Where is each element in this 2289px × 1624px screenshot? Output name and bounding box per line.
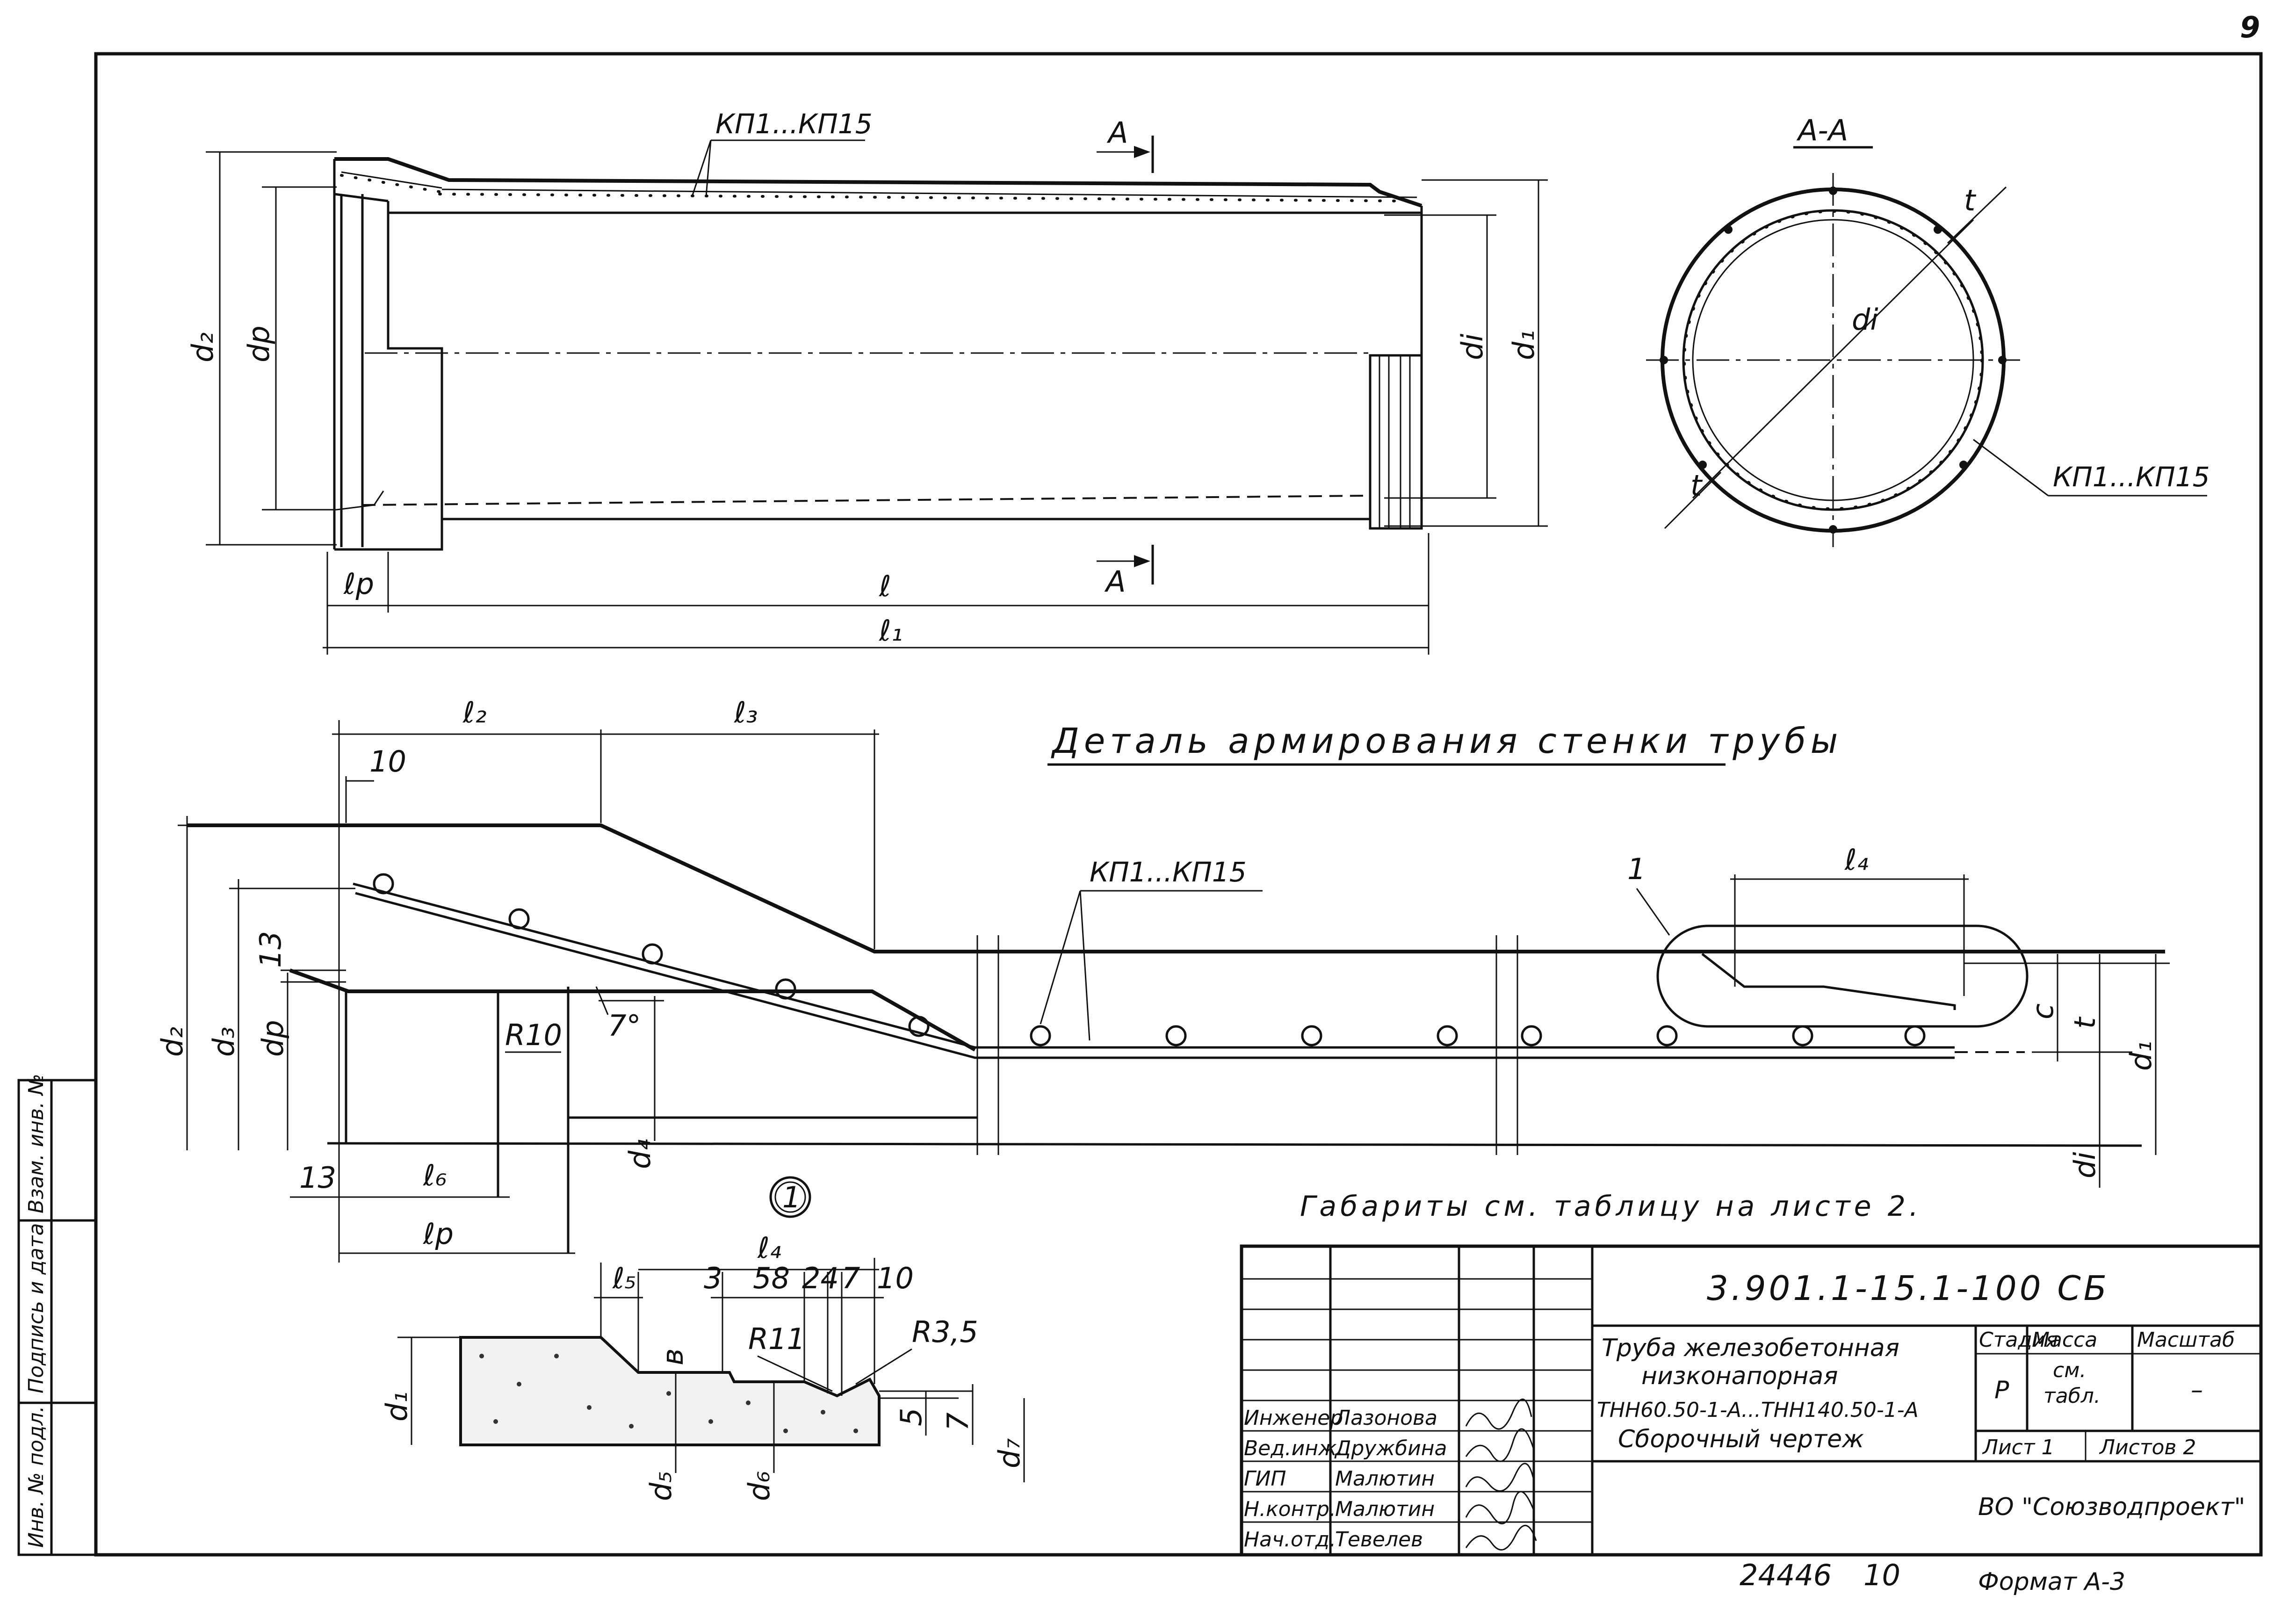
signatures	[1465, 1398, 1537, 1551]
dim-angle-detail: 7°	[608, 1009, 641, 1043]
sheets-label: Листов 2	[2099, 1436, 2196, 1459]
value-mass-2: табл.	[2043, 1384, 2101, 1408]
section-view: А-А t t di КП1...КП15	[1646, 113, 2210, 547]
dim-dp-detail: dр	[256, 1020, 290, 1057]
section-marker-top: А	[1106, 115, 1128, 150]
dim-3-node: 3	[704, 1261, 722, 1295]
dim-d7-node: d₇	[992, 1438, 1026, 1468]
dim-5-node: 5	[894, 1408, 928, 1426]
staff-name-2: Дружбина	[1334, 1436, 1447, 1460]
node-view: ℓ₄ ℓ₅ 3 58 24 7 10 R11 R3,5 в d₁ d₅ d₆ 5…	[380, 1231, 1026, 1501]
copy-number: 10	[1863, 1558, 1900, 1592]
staff-name-5: Тевелев	[1335, 1528, 1423, 1552]
title-block: 3.901.1-15.1-100 СБ Труба железобетонная…	[1240, 1244, 2263, 1557]
dim-24-node: 24	[802, 1261, 839, 1295]
sheet-label: Лист 1	[1982, 1436, 2054, 1459]
detail-callout: 1	[1627, 852, 1646, 886]
dim-t-detail: t	[2068, 1016, 2102, 1029]
node-callout-marker: 1	[782, 1180, 801, 1214]
stamp-vzam-inv: Взам. инв. №	[24, 1074, 48, 1213]
dim-d1-node: d₁	[380, 1392, 414, 1422]
detail-view: Деталь армирования стенки трубы	[155, 695, 2170, 1263]
header-stage: Стадия	[1979, 1328, 2058, 1352]
dim-7a-node: 7	[842, 1261, 860, 1295]
dim-13-bottom-detail: 13	[299, 1161, 336, 1195]
doc-name-line-4: Сборочный чертеж	[1618, 1425, 1864, 1453]
staff-role-4: Н.контр.	[1244, 1497, 1336, 1521]
dim-t-section-top: t	[1964, 183, 1977, 217]
dim-l5-node: ℓ₅	[612, 1261, 636, 1295]
value-scale: –	[2191, 1376, 2203, 1404]
dim-R35-node: R3,5	[912, 1315, 978, 1349]
dim-lp-detail: ℓр	[423, 1217, 454, 1251]
dim-l4-node: ℓ₄	[757, 1231, 781, 1265]
dim-l2-detail: ℓ₂	[462, 695, 486, 729]
rebar-label-detail: КП1...КП15	[1090, 856, 1247, 888]
dim-l-main: ℓ	[879, 569, 891, 603]
doc-name-line-3: ТНН60.50-1-А...ТНН140.50-1-А	[1597, 1398, 1919, 1422]
dim-dp-main: dр	[242, 325, 276, 362]
doc-code: 3.901.1-15.1-100 СБ	[1707, 1269, 2109, 1308]
side-stamp: Инв. № подл. Подпись и дата Взам. инв. №	[17, 1074, 97, 1556]
dim-d4-detail: d₄	[623, 1139, 657, 1169]
dim-l6-detail: ℓ₆	[423, 1158, 447, 1192]
dim-v-node: в	[656, 1348, 690, 1365]
dim-l4-detail: ℓ₄	[1844, 843, 1869, 877]
dim-58-node: 58	[753, 1261, 790, 1295]
dim-l1-main: ℓ₁	[879, 614, 903, 648]
dim-d3-detail: d₃	[207, 1027, 241, 1057]
header-scale: Масштаб	[2137, 1328, 2235, 1352]
dim-R10-detail: R10	[505, 1018, 562, 1052]
staff-role-5: Нач.отд.	[1244, 1528, 1336, 1552]
dim-R11-node: R11	[748, 1322, 805, 1356]
page-number: 9	[2240, 10, 2260, 44]
staff-name-4: Малютин	[1335, 1497, 1435, 1521]
detail-title: Деталь армирования стенки трубы	[1051, 721, 1842, 761]
dim-di-section: di	[1852, 303, 1878, 337]
staff-role-3: ГИП	[1244, 1467, 1286, 1491]
staff-role-2: Вед.инж.	[1244, 1436, 1343, 1460]
section-title: А-А	[1796, 113, 1848, 147]
dim-di-detail: di	[2068, 1152, 2102, 1178]
dimensions-note: Габариты см. таблицу на листе 2.	[1300, 1190, 1922, 1223]
staff-role-1: Инженер	[1244, 1406, 1343, 1430]
doc-name-line-1: Труба железобетонная	[1602, 1334, 1899, 1362]
staff-name-3: Малютин	[1335, 1467, 1435, 1491]
rebar-rings	[373, 873, 1926, 1047]
dim-10-detail: 10	[369, 744, 406, 779]
value-stage: Р	[1994, 1376, 2009, 1404]
rebar-label-main: КП1...КП15	[715, 108, 873, 140]
stamp-inv-podl: Инв. № подл.	[24, 1406, 48, 1548]
dim-l3-detail: ℓ₃	[734, 695, 758, 729]
format-label: Формат А-3	[1978, 1568, 2125, 1596]
dim-d1-main: d₁	[1507, 330, 1541, 360]
dim-di-main: di	[1455, 333, 1489, 360]
inventory-number: 24446	[1740, 1558, 1832, 1592]
dim-d6-node: d₆	[742, 1471, 776, 1501]
organization: ВО "Союзводпроект"	[1978, 1493, 2245, 1521]
main-view: d₂ dр di d₁ ℓр ℓ ℓ₁ КП1...КП15 А А	[186, 108, 1548, 655]
header-mass: Масса	[2032, 1328, 2097, 1352]
dim-c-detail: c	[2026, 1003, 2060, 1019]
dim-d2-detail: d₂	[155, 1027, 189, 1057]
dim-d5-node: d₅	[644, 1471, 678, 1501]
dim-10-node: 10	[877, 1261, 914, 1295]
dim-lp-main: ℓр	[343, 567, 374, 601]
stamp-signature-date: Подпись и дата	[24, 1223, 48, 1393]
dim-d1-detail: d₁	[2124, 1041, 2158, 1071]
staff-name-1: Лазонова	[1334, 1406, 1437, 1430]
doc-name-line-2: низконапорная	[1641, 1362, 1838, 1390]
value-mass-1: см.	[2053, 1358, 2086, 1382]
drawing-frame	[94, 52, 2263, 1557]
dim-d2-main: d₂	[186, 332, 220, 362]
dim-t-section-bottom: t	[1690, 469, 1703, 503]
rebar-label-section: КП1...КП15	[2053, 461, 2210, 493]
dim-13-top-detail: 13	[253, 931, 288, 968]
section-marker-bottom: А	[1104, 564, 1126, 599]
dim-7b-node: 7	[941, 1413, 975, 1431]
